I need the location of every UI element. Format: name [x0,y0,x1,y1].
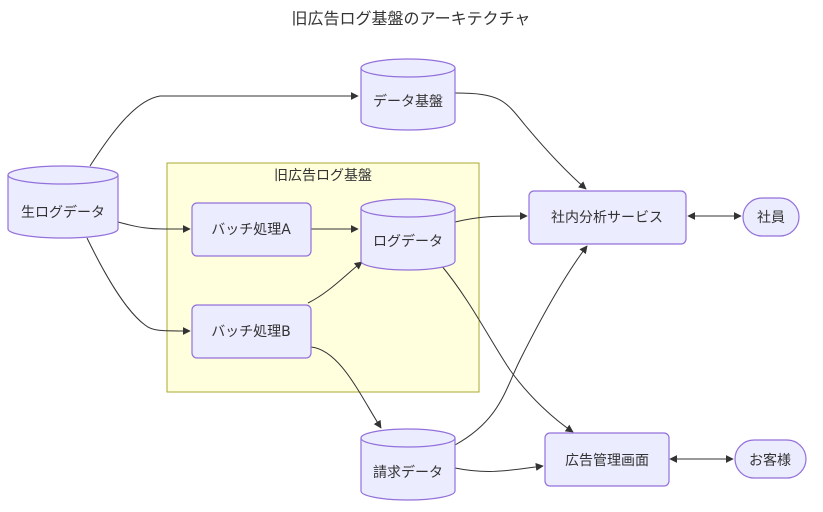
node-label: ログデータ [373,233,443,250]
edge-log-data-to-ad-console [440,264,574,433]
node-log-data[interactable]: ログデータ [360,198,456,271]
node-batch-b[interactable]: バッチ処理B [191,304,312,359]
node-label: 社員 [757,210,785,226]
edge-batch-b-to-log-data [307,261,363,304]
node-label: データ基盤 [373,93,443,110]
node-label: 広告管理画面 [565,453,649,469]
node-label: 請求データ [373,464,443,481]
node-label: 社内分析サービス [551,210,663,226]
node-batch-a[interactable]: バッチ処理A [191,202,312,257]
node-label: 生ログデータ [21,204,105,221]
edge-billing-to-ad-console [454,462,544,472]
node-analytics-service[interactable]: 社内分析サービス [528,190,687,245]
node-data-platform[interactable]: データ基盤 [360,58,456,131]
edge-billing-to-analytics [454,245,588,446]
node-employee[interactable]: 社員 [742,197,800,237]
edge-data-platform-to-analytics [454,92,587,190]
edges [86,92,742,472]
node-label: バッチ処理B [211,324,291,340]
node-label: お客様 [749,452,791,469]
node-label: バッチ処理A [211,222,291,238]
node-raw-log-data[interactable]: 生ログデータ [7,165,119,239]
node-customer[interactable]: お客様 [734,439,807,479]
edge-log-data-to-analytics [454,212,528,223]
edge-raw-log-to-batch-b [86,237,191,335]
diagram-title: 旧広告ログ基盤のアーキテクチャ [292,9,531,28]
edge-batch-b-to-billing-data [310,346,382,429]
node-billing-data[interactable]: 請求データ [360,428,456,501]
edge-raw-log-to-data-platform [89,92,359,167]
node-ad-console[interactable]: 広告管理画面 [544,432,670,487]
edge-raw-log-to-batch-a [117,221,191,233]
cluster-label: 旧広告ログ基盤 [274,167,372,184]
